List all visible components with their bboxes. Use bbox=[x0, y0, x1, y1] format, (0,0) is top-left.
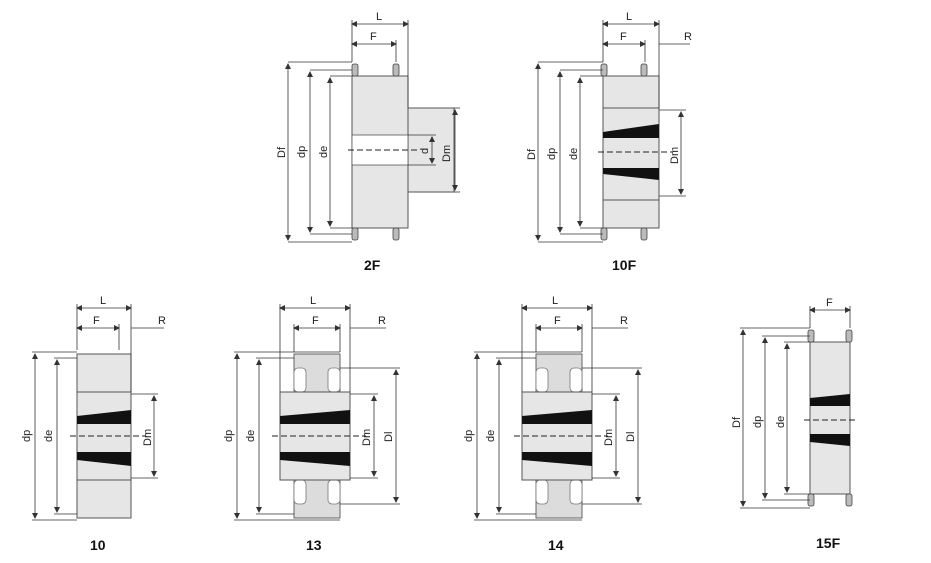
dim-label-de: de bbox=[568, 148, 580, 160]
dim-label-L: L bbox=[626, 11, 632, 23]
dim-label-Dm: Dm bbox=[142, 429, 154, 446]
dim-label-dp: dp bbox=[752, 416, 764, 428]
dim-label-R: R bbox=[378, 315, 386, 327]
taper-bushing-top bbox=[522, 410, 592, 424]
dim-label-dp: dp bbox=[21, 430, 33, 442]
dim-label-L: L bbox=[552, 295, 558, 307]
caption-13: 13 bbox=[306, 537, 322, 553]
pulley-13: L F R dp de Dm Dl 13 bbox=[223, 295, 400, 553]
dim-label-L: L bbox=[376, 11, 382, 23]
caption-14: 14 bbox=[548, 537, 564, 553]
caption-10: 10 bbox=[90, 537, 106, 553]
caption-10f: 10F bbox=[612, 257, 637, 273]
taper-bushing-bottom bbox=[77, 452, 131, 466]
taper-bushing-top bbox=[77, 410, 131, 424]
pulley-15f: F Df dp de 15F bbox=[731, 297, 858, 551]
dim-label-R: R bbox=[158, 315, 166, 327]
dim-label-Dm: Dm bbox=[603, 429, 615, 446]
dim-label-R: R bbox=[684, 31, 692, 43]
dim-label-R: R bbox=[620, 315, 628, 327]
dim-label-de: de bbox=[775, 416, 787, 428]
taper-bushing-bottom bbox=[522, 452, 592, 466]
caption-15f: 15F bbox=[816, 535, 841, 551]
dim-label-de: de bbox=[318, 146, 330, 158]
dim-label-Dl: Dl bbox=[383, 432, 395, 442]
taper-bushing-top bbox=[603, 124, 659, 138]
dim-label-dp: dp bbox=[296, 146, 308, 158]
taper-bushing-top bbox=[280, 410, 350, 424]
dim-label-Dl: Dl bbox=[625, 432, 637, 442]
dim-label-F: F bbox=[312, 315, 319, 327]
pulley-2f: L F Df dp de d Dm 2F bbox=[276, 11, 460, 273]
taper-bushing-bottom bbox=[280, 452, 350, 466]
dim-label-Df: Df bbox=[731, 416, 743, 428]
dim-label-Df: Df bbox=[276, 146, 288, 158]
pulley-15f-body bbox=[809, 341, 851, 495]
dim-label-de: de bbox=[485, 430, 497, 442]
dim-label-Dm: Dm bbox=[361, 429, 373, 446]
dim-label-F: F bbox=[370, 31, 377, 43]
dim-label-de: de bbox=[43, 430, 55, 442]
pulley-10: L F R dp de Dm 10 bbox=[21, 295, 166, 553]
dim-label-F: F bbox=[93, 315, 100, 327]
dim-label-F: F bbox=[826, 297, 833, 309]
caption-2f: 2F bbox=[364, 257, 381, 273]
dim-label-de: de bbox=[245, 430, 257, 442]
dim-label-dp: dp bbox=[546, 148, 558, 160]
dim-label-dp: dp bbox=[223, 430, 235, 442]
dim-label-d: d bbox=[419, 148, 431, 154]
dim-label-dp: dp bbox=[463, 430, 475, 442]
taper-bushing-top bbox=[810, 394, 850, 406]
dim-label-Dm: Dm bbox=[441, 145, 453, 162]
taper-bushing-bottom bbox=[810, 434, 850, 446]
dim-label-F: F bbox=[554, 315, 561, 327]
taper-bushing-bottom bbox=[603, 168, 659, 180]
dim-label-F: F bbox=[620, 31, 627, 43]
dim-label-Df: Df bbox=[526, 148, 538, 160]
dim-label-Dm: Dm bbox=[669, 147, 681, 164]
pulley-10f: L F R Df dp de Dm 10F bbox=[526, 11, 692, 273]
dim-label-L: L bbox=[310, 295, 316, 307]
pulley-14: L F R dp de Dm Dl 14 bbox=[463, 295, 642, 553]
dim-label-L: L bbox=[100, 295, 106, 307]
